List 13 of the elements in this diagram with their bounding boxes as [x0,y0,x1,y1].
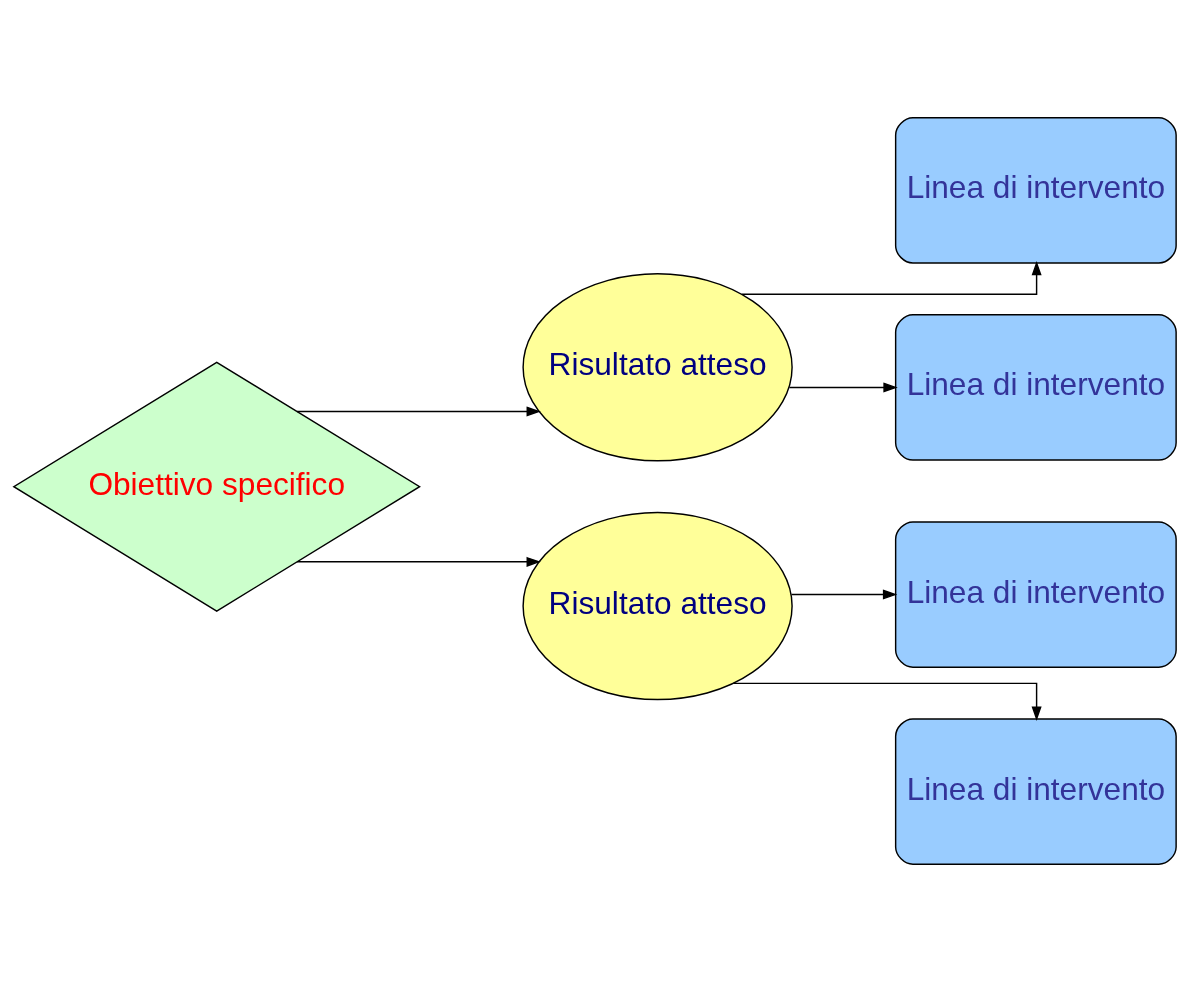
arrow [732,682,1042,721]
arrow [790,589,898,600]
node-ellipse: Risultato atteso [522,511,793,701]
node-box: Linea di intervento [894,521,1177,668]
arrow [741,260,1042,296]
arrow [788,382,898,393]
node-diamond: Obiettivo specifico [12,361,421,612]
node-box: Linea di intervento [894,718,1177,865]
node-box: Linea di intervento [894,314,1177,461]
node-ellipse: Risultato atteso [522,273,793,462]
arrow [296,406,541,417]
arrow [296,556,541,567]
node-box: Linea di intervento [894,117,1177,264]
